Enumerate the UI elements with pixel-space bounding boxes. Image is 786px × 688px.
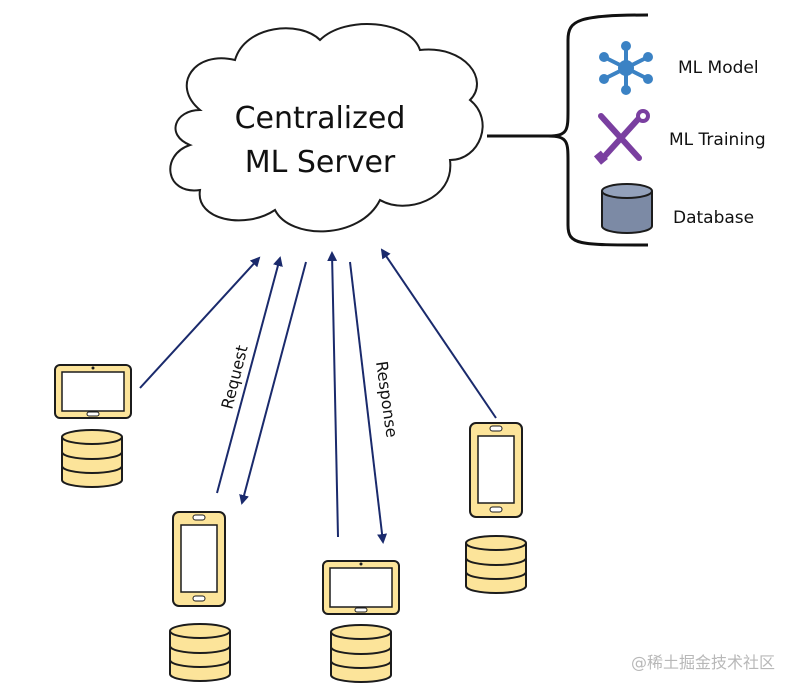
phone-icon [172, 511, 226, 607]
database-label: Database [673, 208, 754, 228]
server-title-line2: ML Server [245, 145, 396, 180]
edges [139, 248, 497, 544]
client-3 [322, 560, 400, 683]
request-label: Request [217, 343, 251, 411]
ml-training-label: ML Training [669, 130, 766, 150]
watermark: @稀土掘金技术社区 [631, 653, 775, 672]
response-label: Response [372, 360, 402, 439]
network-node-icon [599, 41, 653, 95]
database-icon [330, 624, 392, 683]
tablet-icon [54, 364, 132, 419]
arrow-client2-response [239, 261, 307, 505]
arrow-client1-to-server [139, 256, 261, 389]
client-4 [465, 422, 527, 594]
database-cylinder-icon [601, 183, 653, 234]
tablet-icon [322, 560, 400, 615]
database-icon [465, 535, 527, 594]
database-icon [169, 623, 231, 682]
database-icon [61, 429, 123, 488]
server-title-line1: Centralized [235, 101, 406, 136]
components-brace [487, 13, 649, 247]
phone-icon [469, 422, 523, 518]
arrow-client3-response [349, 261, 388, 544]
server-cloud: Centralized ML Server [169, 23, 484, 233]
client-2 [169, 511, 231, 682]
arrow-client3-request [327, 251, 339, 538]
arrow-client4-to-server [380, 248, 497, 419]
ml-model-label: ML Model [678, 58, 759, 78]
arrow-client2-request [216, 256, 283, 494]
wrench-screwdriver-icon [593, 109, 650, 165]
client-1 [54, 364, 132, 488]
